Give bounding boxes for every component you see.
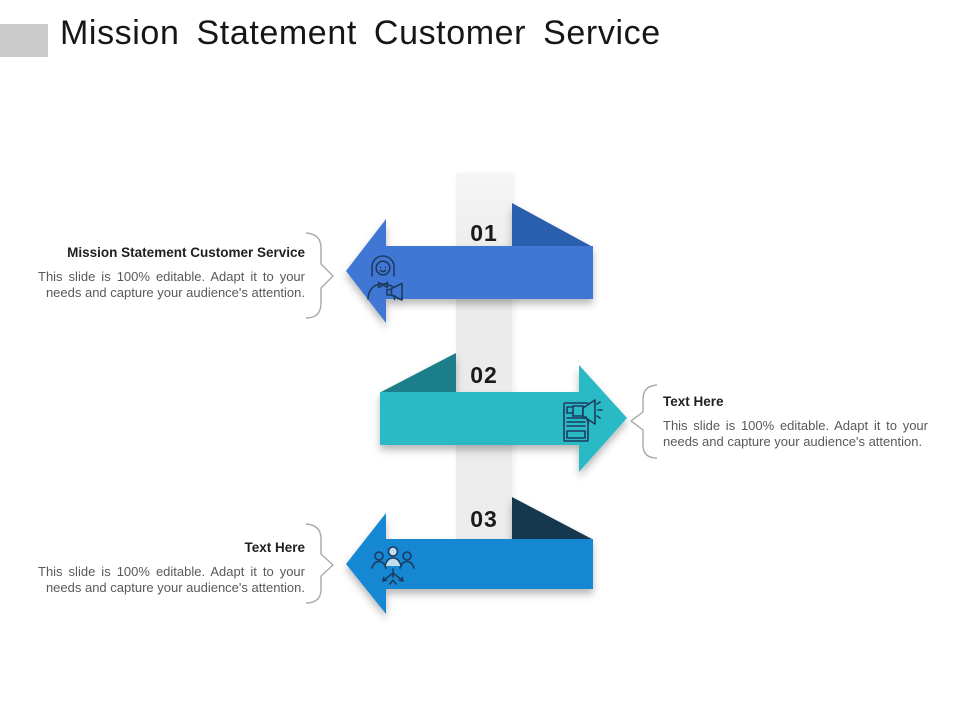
arrow-3-fold-triangle bbox=[512, 497, 592, 539]
customer-service-agent-icon bbox=[367, 255, 403, 301]
step-2-heading: Text Here bbox=[663, 394, 724, 409]
arrow-step-2 bbox=[380, 353, 627, 472]
step-2-description: This slide is 100% editable. Adapt it to… bbox=[663, 418, 928, 449]
step-3-heading: Text Here bbox=[244, 540, 305, 555]
step-number-01: 01 bbox=[470, 220, 498, 246]
bracket-step-2 bbox=[630, 384, 658, 459]
step-number-03: 03 bbox=[470, 506, 498, 532]
title-accent-square bbox=[0, 24, 48, 57]
step-1-description: This slide is 100% editable. Adapt it to… bbox=[38, 269, 305, 300]
arrow-step-1 bbox=[346, 203, 593, 323]
text-block-step-3: Text Here This slide is 100% editable. A… bbox=[38, 540, 305, 596]
text-block-step-2: Text Here This slide is 100% editable. A… bbox=[663, 394, 928, 450]
timeline-bar bbox=[456, 173, 512, 539]
team-icon bbox=[371, 546, 415, 585]
text-block-step-1: Mission Statement Customer Service This … bbox=[38, 245, 305, 301]
bracket-step-1 bbox=[305, 232, 334, 319]
arrow-3-body bbox=[346, 513, 593, 614]
arrow-2-fold-triangle bbox=[381, 353, 456, 392]
arrow-2-body bbox=[380, 365, 627, 472]
announcement-document-icon bbox=[563, 399, 603, 442]
step-1-heading: Mission Statement Customer Service bbox=[67, 245, 305, 260]
slide-title: Mission Statement Customer Service bbox=[60, 14, 661, 52]
arrow-step-3 bbox=[346, 497, 593, 614]
bracket-step-3 bbox=[305, 523, 334, 604]
step-3-description: This slide is 100% editable. Adapt it to… bbox=[38, 564, 305, 595]
arrow-1-fold-triangle bbox=[512, 203, 591, 246]
arrow-1-body bbox=[346, 219, 593, 323]
step-number-02: 02 bbox=[470, 362, 498, 388]
